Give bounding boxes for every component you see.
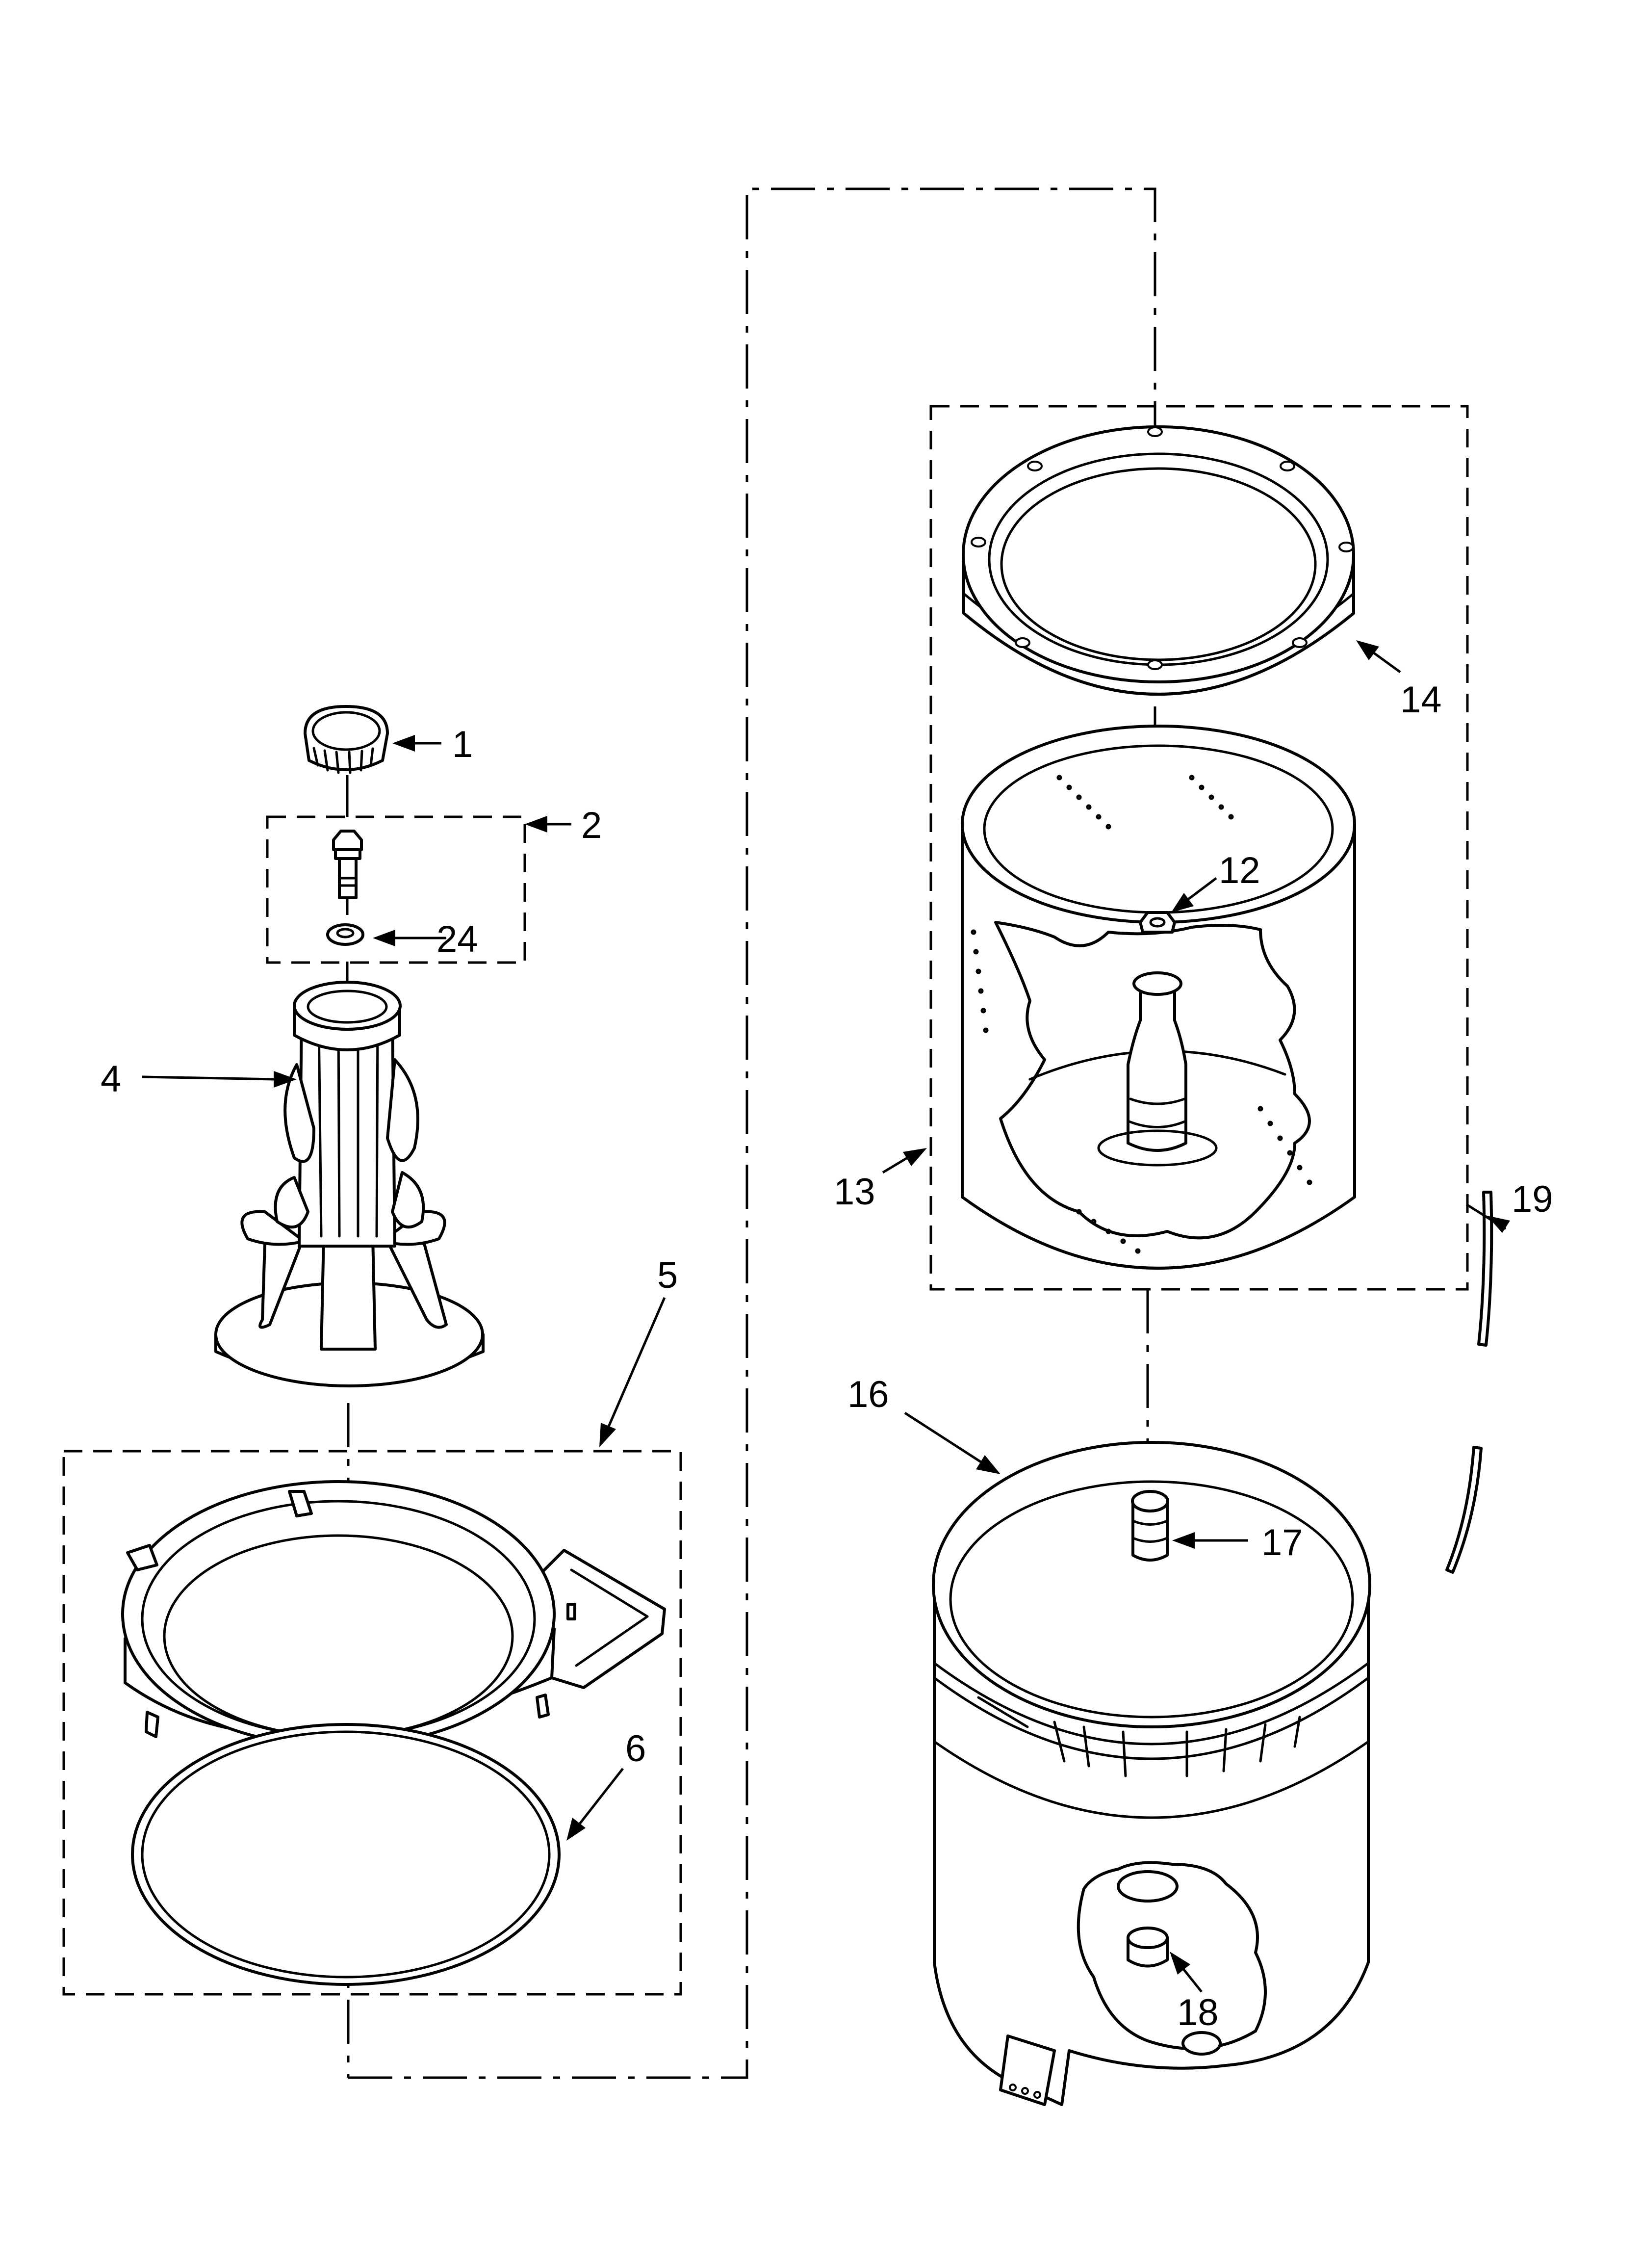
callout-2: 2 (581, 805, 602, 846)
callout-19: 19 (1512, 1178, 1553, 1220)
callout-13: 13 (834, 1171, 875, 1213)
callout-24: 24 (436, 918, 478, 960)
basket-perforations (971, 775, 1312, 1254)
callout-5: 5 (657, 1254, 678, 1296)
agitator-part (214, 981, 485, 1387)
outer-tub-part (932, 1441, 1371, 2106)
callout-16: 16 (847, 1374, 889, 1415)
callout-14: 14 (1400, 679, 1442, 721)
basket-part (961, 725, 1356, 1270)
hose-part (1445, 1191, 1493, 1574)
assembly-route-line (348, 187, 1156, 2079)
callout-6: 6 (625, 1728, 646, 1770)
callout-12: 12 (1219, 850, 1260, 891)
callout-4: 4 (101, 1058, 121, 1100)
agitator-cap-part (304, 705, 389, 774)
balance-ring-part (962, 425, 1355, 696)
washer-part-24 (326, 923, 364, 946)
seal-ring-part (131, 1723, 561, 1986)
callout-1: 1 (452, 724, 473, 765)
group-box-2 (266, 815, 526, 964)
group-box-13-14 (929, 405, 1469, 1291)
group-box-5 (62, 1450, 682, 1996)
callout-17: 17 (1261, 1522, 1303, 1564)
leader-arrows (142, 640, 1510, 1993)
callout-18: 18 (1177, 1992, 1219, 2033)
bolt-part (332, 830, 363, 899)
